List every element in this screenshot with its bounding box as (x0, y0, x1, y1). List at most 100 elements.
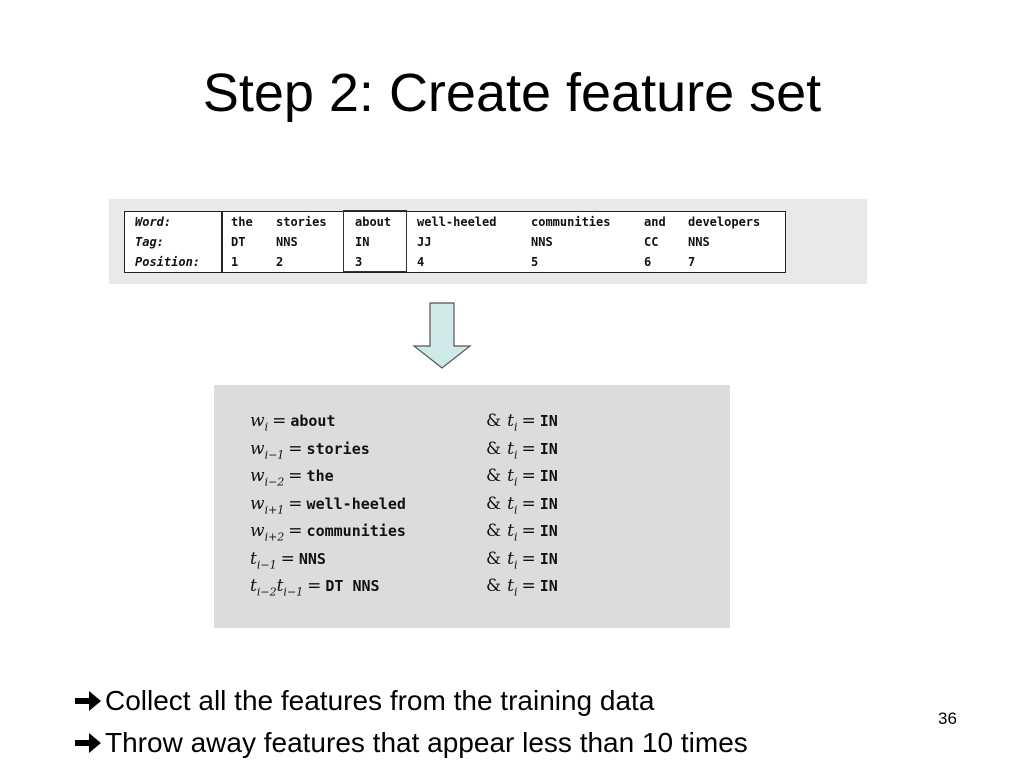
feature-subscript: i−1 (264, 447, 285, 461)
feature-condition: ti−2ti−1=DT NNS (250, 576, 380, 599)
bullet-text: Throw away features that appear less tha… (105, 727, 748, 758)
tag-cell: DT (231, 235, 246, 249)
feature-target: &ti=IN (486, 493, 558, 516)
target-value: IN (539, 467, 558, 485)
feature-variable: w (250, 466, 265, 486)
position-cell: 1 (231, 255, 239, 269)
target-variable: t (507, 576, 514, 596)
target-variable: t (507, 493, 514, 514)
table-divider (221, 212, 223, 272)
target-variable: t (507, 466, 514, 486)
target-subscript: i (513, 585, 518, 599)
feature-row: wi=about&ti=IN (250, 411, 720, 437)
current-word-highlight (343, 210, 407, 272)
position-header: Position: (135, 255, 201, 269)
feature-variable: t (250, 548, 257, 569)
feature-subscript: i−1 (283, 585, 304, 599)
slide-title: Step 2: Create feature set (202, 63, 822, 123)
word-cell: communities (531, 215, 611, 229)
feature-row: wi+1=well-heeled&ti=IN (250, 494, 720, 520)
feature-target: &ti=IN (486, 521, 558, 544)
feature-variable: w (250, 438, 265, 459)
feature-target: &ti=IN (486, 576, 558, 599)
feature-row: wi+2=communities&ti=IN (250, 521, 720, 547)
position-cell: 2 (276, 255, 284, 269)
feature-condition: wi+2=communities (250, 521, 406, 544)
bullet-item: Collect all the features from the traini… (74, 685, 654, 717)
feature-row: ti−2ti−1=DT NNS&ti=IN (250, 576, 720, 602)
feature-condition: wi−2=the (250, 466, 334, 489)
feature-target: &ti=IN (486, 411, 558, 434)
feature-subscript: i+2 (264, 530, 285, 544)
target-value: IN (539, 522, 558, 540)
feature-subscript: i+1 (264, 502, 285, 516)
target-value: IN (539, 577, 558, 595)
feature-target: &ti=IN (486, 548, 558, 571)
tag-header: Tag: (135, 235, 164, 249)
pos-tag-table: Word: the stories about well-heeled comm… (124, 210, 786, 273)
feature-condition: wi−1=stories (250, 438, 370, 461)
word-cell: about (355, 215, 392, 229)
target-subscript: i (513, 530, 518, 544)
target-subscript: i (513, 447, 518, 461)
feature-condition: wi+1=well-heeled (250, 493, 406, 516)
tag-cell: JJ (417, 235, 432, 249)
word-cell: the (231, 215, 253, 229)
word-cell: stories (276, 215, 327, 229)
tag-cell: CC (644, 235, 659, 249)
target-variable: t (507, 411, 514, 431)
tag-cell: NNS (276, 235, 298, 249)
feature-subscript: i (264, 420, 269, 434)
feature-variable: w (250, 493, 265, 514)
feature-condition: wi=about (250, 411, 336, 434)
feature-target: &ti=IN (486, 438, 558, 461)
feature-value: well-heeled (306, 494, 406, 513)
position-row: Position: 1 2 3 4 5 6 7 (125, 252, 785, 272)
right-arrow-icon (75, 733, 101, 753)
feature-row: wi−2=the&ti=IN (250, 466, 720, 492)
target-variable: t (507, 548, 514, 569)
target-subscript: i (513, 475, 518, 489)
down-arrow-icon (412, 302, 472, 369)
tag-row: Tag: DT NNS IN JJ NNS CC NNS (125, 232, 785, 252)
feature-variable: w (250, 521, 265, 541)
feature-subscript: i−2 (256, 585, 277, 599)
target-subscript: i (513, 420, 518, 434)
word-cell: well-heeled (417, 215, 497, 229)
position-cell: 4 (417, 255, 425, 269)
feature-variable: w (250, 411, 265, 431)
target-value: IN (539, 412, 558, 430)
feature-value: NNS (298, 549, 326, 568)
target-subscript: i (513, 502, 518, 516)
position-cell: 3 (355, 255, 363, 269)
tag-cell: IN (355, 235, 370, 249)
feature-value: the (306, 467, 334, 485)
word-header: Word: (135, 215, 172, 229)
feature-value: stories (306, 439, 370, 458)
feature-subscript: i−2 (264, 475, 285, 489)
word-cell: and (644, 215, 666, 229)
word-cell: developers (688, 215, 761, 229)
feature-value: communities (306, 522, 406, 540)
feature-variable: t (250, 576, 257, 596)
feature-condition: ti−1=NNS (250, 548, 326, 571)
position-cell: 7 (688, 255, 696, 269)
feature-row: ti−1=NNS&ti=IN (250, 549, 720, 575)
target-value: IN (539, 549, 558, 568)
feature-variable: t (276, 576, 284, 596)
feature-subscript: i−1 (256, 557, 277, 571)
pos-tag-table-panel: Word: the stories about well-heeled comm… (109, 199, 867, 284)
right-arrow-icon (75, 691, 101, 711)
target-value: IN (539, 494, 558, 513)
feature-value: DT NNS (325, 577, 380, 595)
page-number: 36 (938, 709, 957, 728)
bullet-text: Collect all the features from the traini… (105, 685, 655, 716)
tag-cell: NNS (688, 235, 710, 249)
feature-target: &ti=IN (486, 466, 558, 489)
target-value: IN (539, 439, 558, 458)
feature-value: about (290, 412, 336, 430)
feature-row: wi−1=stories&ti=IN (250, 439, 720, 465)
target-variable: t (507, 521, 514, 541)
target-variable: t (507, 438, 514, 459)
